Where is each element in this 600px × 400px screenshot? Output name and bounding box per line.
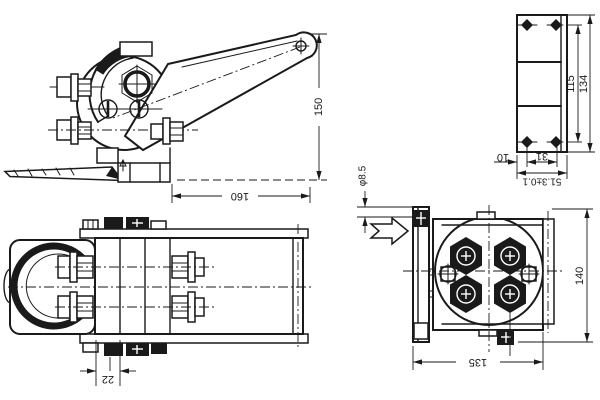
- adjust-screws: [87, 99, 163, 119]
- dim-134: 134: [568, 14, 595, 153]
- dim-text-width: 51.3±0.1: [522, 176, 561, 187]
- dim-160: 160: [171, 184, 311, 203]
- dim-text-10: 10: [497, 151, 509, 163]
- dim-hole-dia: φ8.5: [357, 165, 420, 233]
- dim-text-140: 140: [574, 267, 586, 285]
- dim-text-22: 22: [102, 373, 114, 385]
- end-flange: [412, 206, 445, 343]
- dim-22: 22: [80, 340, 136, 386]
- side-screws: [437, 263, 540, 285]
- plate-edge-strip: [542, 218, 555, 325]
- arm-centerline: [112, 46, 301, 119]
- hex-nuts: [450, 237, 526, 313]
- curved-slot-outer: [88, 44, 132, 123]
- side-bolt-lower: [56, 116, 92, 145]
- dim-text-150: 150: [313, 98, 325, 116]
- side-bolt-right: [150, 117, 184, 145]
- dim-text-134: 134: [578, 75, 590, 93]
- top-flange: [79, 228, 309, 239]
- base-block: [96, 147, 171, 183]
- side-view: 150 160: [3, 31, 327, 203]
- bottom-flange: [79, 333, 309, 344]
- dim-140: 140: [518, 208, 593, 343]
- plate-holes: [517, 19, 564, 148]
- side-bolt-upper: [49, 73, 105, 102]
- dim-text-160: 160: [231, 190, 249, 202]
- dim-135: 135: [412, 332, 544, 370]
- top-tab: [119, 41, 153, 57]
- pivot-bolt: [118, 64, 156, 104]
- direction-arrow-icon: [369, 216, 410, 246]
- plate-outline: [516, 14, 568, 153]
- dim-text-hole-dia: φ8.5: [358, 165, 369, 186]
- top-view: 22: [3, 217, 312, 386]
- release-bar: [3, 166, 124, 182]
- bottom-fastener: [478, 313, 514, 356]
- dim-115: 115: [565, 24, 582, 143]
- dim-10-31: 10 31: [494, 147, 568, 179]
- curved-slot-inner: [100, 57, 134, 117]
- body-outline: [94, 237, 304, 335]
- dim-text-31: 31: [536, 150, 548, 162]
- dim-text-115: 115: [565, 75, 577, 93]
- dim-150: 150: [177, 33, 327, 181]
- mounting-plate-view: 115 134 10 31 51.3±0.1: [494, 14, 595, 187]
- dim-text-135: 135: [469, 356, 487, 368]
- dim-width-toleranced: 51.3±0.1: [517, 170, 567, 187]
- flange-fasteners: [82, 217, 167, 356]
- end-view: φ8.5 140 135: [357, 165, 593, 370]
